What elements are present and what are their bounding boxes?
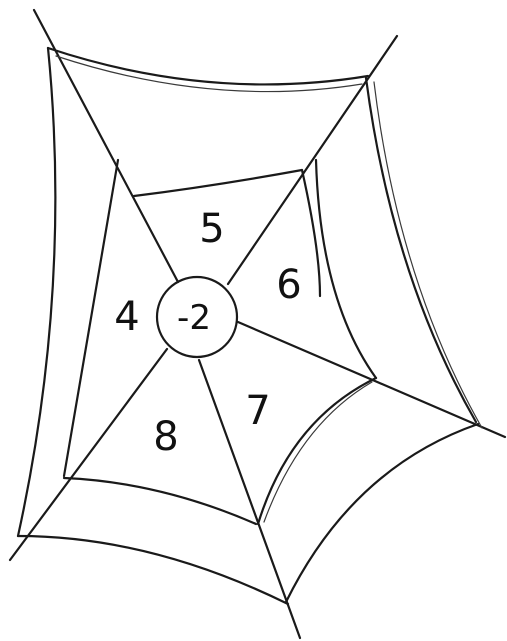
region-label-bottom-left: 8: [153, 414, 178, 460]
web-spokes: [10, 10, 505, 638]
region-label-left: 4: [114, 294, 139, 340]
center-value: -2: [177, 298, 211, 338]
region-label-right: 6: [276, 262, 301, 308]
region-label-top: 5: [199, 206, 224, 252]
spoke-top-right: [228, 36, 397, 284]
region-label-bottom-right: 7: [245, 388, 270, 434]
